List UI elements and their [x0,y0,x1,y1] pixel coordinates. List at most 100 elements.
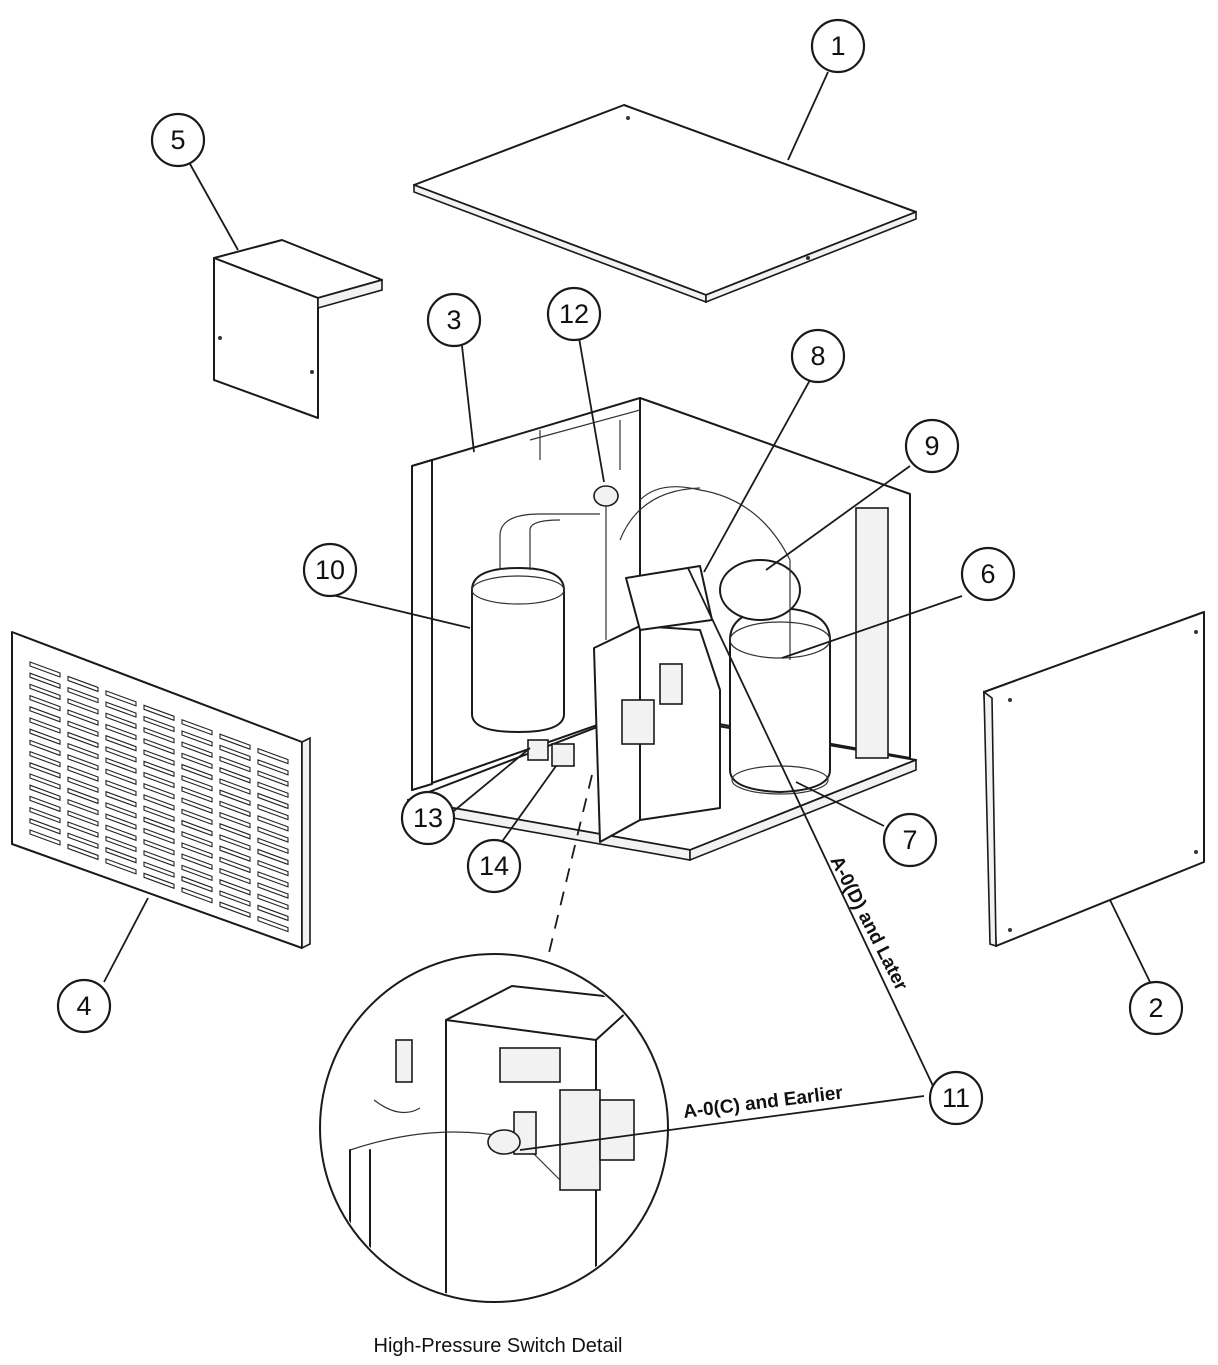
grille-slot [181,797,213,814]
grille-slot [181,786,213,803]
callout-label: 2 [1148,993,1163,1023]
grille-slot [219,811,251,829]
base-frame-assembly [407,397,917,862]
grille-slot [219,789,251,806]
callout-3: 3 [426,292,482,348]
grille-slot [105,813,137,830]
grille-slot [257,871,289,888]
grille-slot [219,755,251,773]
grille-slot [181,752,213,770]
grille-slot [29,818,61,835]
grille-slot [105,734,137,752]
solenoid-valve [551,743,575,767]
grille-slot [105,701,137,718]
grille-slot [219,890,251,907]
grille-slot [257,882,289,899]
grille-slot [105,768,137,786]
grille-slot [105,846,137,864]
grille-slot [219,879,251,896]
callout-label: 3 [446,305,461,335]
side-panel [983,611,1205,948]
grille-slot [143,760,175,778]
grille-slot [29,683,61,701]
grille-slot [257,803,289,821]
pressure-fitting [593,485,619,507]
callout-8: 8 [790,328,846,384]
grille-slot [105,690,137,707]
grille-slot [105,802,137,819]
grille-slot [143,726,175,744]
callout-13: 13 [400,790,456,846]
grille-slot [257,859,289,877]
callout-14: 14 [466,838,522,894]
grille-slot [29,795,61,813]
detail-caption: High-Pressure Switch Detail [374,1335,623,1357]
small-cover-panel [213,239,383,419]
grille-slot [181,864,213,882]
callout-2: 2 [1128,980,1184,1036]
grille-slot [181,718,213,736]
grille-slot [257,747,289,765]
grille-slot [257,815,289,832]
grille-slot [219,823,251,840]
grille-slot [143,771,175,789]
callout-5: 5 [150,112,206,168]
grille-slot [67,742,99,760]
grille-slot [181,741,213,758]
grille-slot [67,720,99,738]
callout-label: 5 [170,125,185,155]
grille-slot [67,765,99,782]
callout-label: 1 [830,31,845,61]
grille-slot [181,842,213,859]
callout-label: 7 [902,825,917,855]
callout-label: 9 [924,431,939,461]
grille-slot [67,832,99,850]
grille-slot [257,904,289,922]
callout-label: 11 [942,1083,970,1113]
callout-label: 6 [980,559,995,589]
grille-slot [257,826,289,843]
accumulator [719,559,801,621]
grille-slot [257,759,289,776]
callout-label: 13 [413,803,443,833]
grille-slot [67,821,99,838]
grille-slot [29,784,61,801]
grille-slot [29,717,61,734]
grille-slot [67,787,99,805]
grille-slot [143,838,175,856]
grille-slot [105,757,137,774]
callout-label: 4 [76,991,91,1021]
callout-9: 9 [904,418,960,474]
grille-slot [257,837,289,855]
grille-slot [143,715,175,733]
grille-slot [257,770,289,787]
grille-slot [29,739,61,757]
grille-slot [181,875,213,893]
grille-slot [143,805,175,822]
grille-slot [257,915,289,933]
grille-slot [105,858,137,875]
grille-slot [181,819,213,837]
grille-slot [67,843,99,861]
grille-slot [29,694,61,712]
note-later-revision: A-0(D) and Later [826,853,912,995]
grille-slot [181,886,213,904]
callout-label: 12 [559,299,589,329]
grille-slot [67,754,99,771]
grille-slot [219,744,251,762]
grille-slot [105,824,137,842]
top-panel [413,104,917,304]
grille-slot [29,773,61,790]
grille-slot [67,798,99,816]
grille-slot [143,704,175,722]
grille-slot [143,861,175,878]
grille-slot [181,830,213,848]
grille-slot [143,850,175,867]
grille-slot [105,779,137,797]
grille-slot [219,845,251,862]
grille-slot [67,675,99,693]
callout-7: 7 [882,812,938,868]
grille-slot [143,794,175,811]
service-valve [527,739,549,761]
